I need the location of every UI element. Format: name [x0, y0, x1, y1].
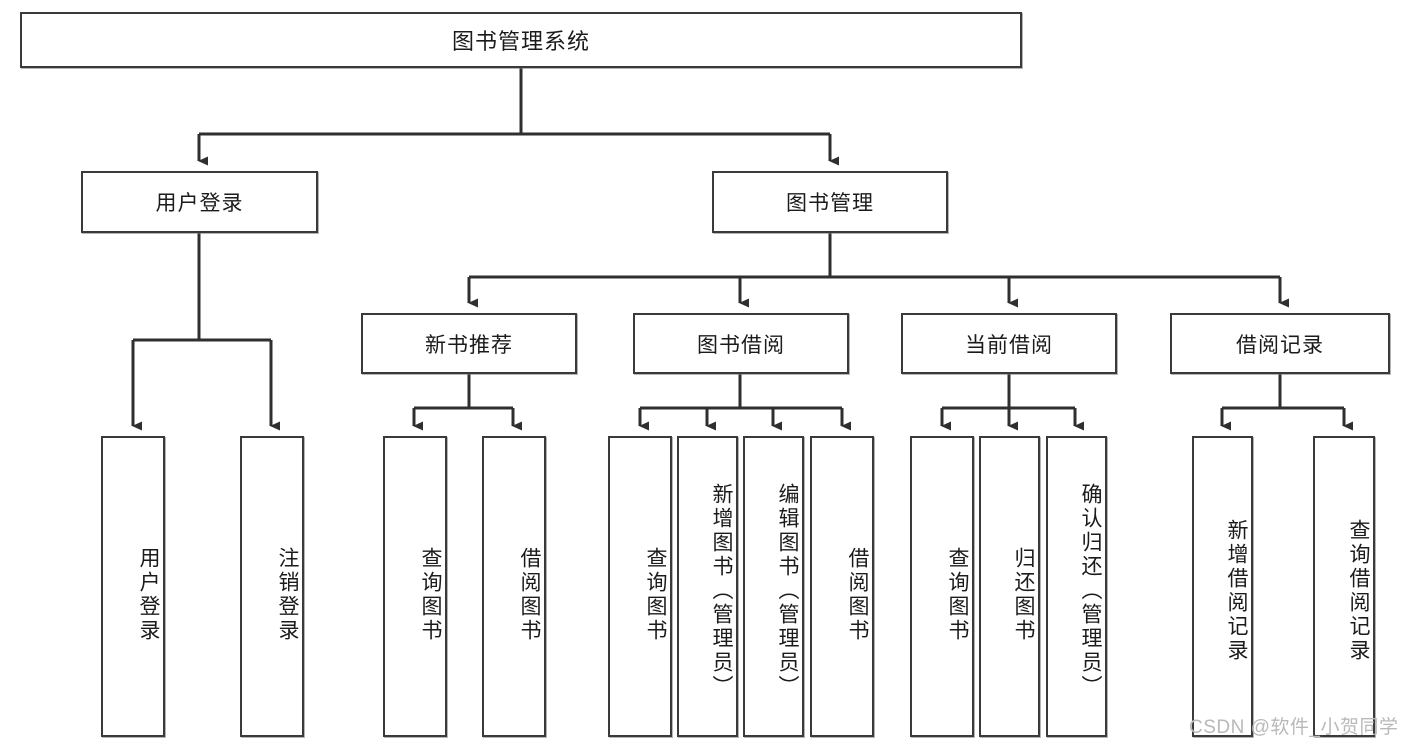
leaf-borrow-books[interactable]: 借阅图书 — [810, 436, 874, 737]
leaf-user-login[interactable]: 用户登录 — [101, 436, 165, 737]
leaf-add-borrow-record[interactable]: 新增借阅记录 — [1192, 436, 1253, 737]
leaf-query-books-borrow[interactable]: 查询图书 — [608, 436, 672, 737]
leaf-query-books-recommend[interactable]: 查询图书 — [383, 436, 447, 737]
leaf-query-books-current[interactable]: 查询图书 — [910, 436, 974, 737]
node-book-management[interactable]: 图书管理 — [712, 171, 948, 233]
csdn-watermark: CSDN @软件_小贺同学 — [1189, 717, 1399, 738]
leaf-borrow-books-recommend[interactable]: 借阅图书 — [482, 436, 546, 737]
leaf-edit-book-admin[interactable]: 编辑图书（管理员） — [743, 436, 804, 737]
leaf-logout[interactable]: 注销登录 — [240, 436, 304, 737]
node-borrow-record[interactable]: 借阅记录 — [1170, 313, 1390, 374]
leaf-confirm-return-admin[interactable]: 确认归还（管理员） — [1046, 436, 1107, 737]
leaf-add-book-admin[interactable]: 新增图书（管理员） — [677, 436, 738, 737]
node-root[interactable]: 图书管理系统 — [20, 12, 1022, 68]
leaf-query-borrow-record[interactable]: 查询借阅记录 — [1313, 436, 1375, 737]
node-book-borrow[interactable]: 图书借阅 — [633, 313, 849, 374]
leaf-return-books[interactable]: 归还图书 — [979, 436, 1040, 737]
node-user-login[interactable]: 用户登录 — [81, 171, 318, 233]
node-new-book-recommend[interactable]: 新书推荐 — [361, 313, 577, 374]
node-current-borrow[interactable]: 当前借阅 — [901, 313, 1117, 374]
